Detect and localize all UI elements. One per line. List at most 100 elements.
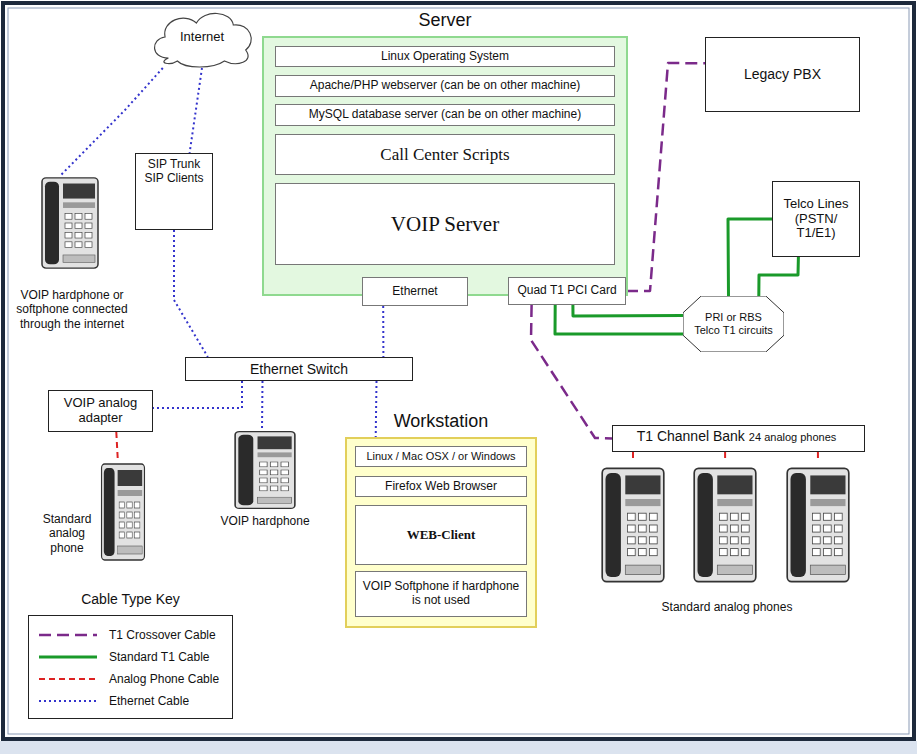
phone-key (835, 513, 843, 520)
phone-key (742, 549, 750, 556)
group-heading: Workstation (347, 411, 535, 432)
phone-key (813, 549, 821, 556)
cable-connector (728, 219, 772, 296)
cable-connector (375, 381, 378, 437)
browser-layer: Firefox Web Browser (355, 476, 527, 497)
phone-key (119, 512, 124, 518)
phone-handset (238, 435, 253, 505)
box-label: Firefox Web Browser (385, 480, 497, 494)
phone-strip (625, 499, 660, 506)
phone-base (118, 546, 143, 554)
phone-key (813, 513, 821, 520)
channel-bank-box: T1 Channel Bank24 analog phones (612, 425, 865, 452)
os-layer: Linux Operating System (275, 46, 615, 67)
cloud-shape (155, 13, 252, 67)
phone-key (281, 486, 288, 491)
voip-server-layer: VOIP Server (275, 183, 615, 265)
bank-label: T1 Channel Bank (637, 428, 745, 444)
phone-key (639, 513, 647, 520)
phone-body (694, 468, 756, 581)
phone-handset (104, 468, 115, 556)
phone-key (85, 223, 92, 229)
phone-key (85, 242, 92, 248)
phone-key (824, 525, 832, 532)
box-label: MySQL database server (can be on other m… (309, 108, 581, 122)
phone-body (102, 464, 145, 560)
phone-icon (692, 466, 758, 584)
phone-icon (100, 462, 146, 562)
phone-key (742, 513, 750, 520)
server-box: ServerLinux Operating SystemApache/PHP w… (262, 36, 628, 296)
phone-key (75, 232, 82, 238)
phone-base (717, 565, 752, 574)
phone-key (639, 537, 647, 544)
phone-body (787, 468, 849, 581)
phone-key (720, 513, 728, 520)
phone-key (127, 512, 132, 518)
phone-key (260, 478, 267, 483)
legend-row: T1 Crossover Cable (37, 624, 224, 646)
box-label: Ethernet (392, 285, 437, 299)
phone-key (260, 486, 267, 491)
phone-key (135, 512, 140, 518)
phone-key (75, 223, 82, 229)
shape-label: Internet (180, 30, 224, 45)
phone-key (270, 462, 277, 467)
phone-handset (45, 182, 59, 265)
legend-line (39, 634, 97, 637)
phone-key (813, 525, 821, 532)
legend-row: Standard T1 Cable (37, 646, 224, 668)
cable-connector (555, 305, 683, 334)
phone-handset (791, 473, 806, 577)
phone-key (650, 525, 658, 532)
cable-connector (382, 306, 384, 357)
phone-icon (785, 466, 851, 584)
phone-key (628, 513, 636, 520)
cable-connector (174, 230, 208, 357)
octagon-shape (683, 296, 784, 352)
softphone-layer: VOIP Softphone if hardphone is not used (355, 571, 527, 617)
cable-connector (573, 305, 683, 316)
outer-frame (3, 3, 914, 739)
legend-line (39, 678, 97, 680)
workstation-box: WorkstationLinux / Mac OSX / or WindowsF… (345, 437, 537, 628)
box-label: VOIP Server (391, 212, 499, 236)
phone-key (824, 537, 832, 544)
phone-key (824, 549, 832, 556)
group-heading: Server (264, 10, 626, 31)
t1-card: Quad T1 PCI Card (508, 277, 626, 305)
adapter-box: VOIP analog adapter (48, 390, 153, 432)
phone-key (639, 549, 647, 556)
phone-strip (810, 499, 845, 506)
sip-box: SIP Trunk SIP Clients (135, 153, 213, 230)
phone-key (65, 242, 72, 248)
phone-display (258, 436, 292, 449)
legend-line-sample (37, 695, 99, 707)
analog-phone: Standard analog phone (36, 460, 148, 565)
inner-frame (8, 8, 909, 734)
circuit-octagon: PRI or RBS Telco T1 circuits (683, 296, 784, 352)
phone-display (625, 475, 660, 494)
phone-key (119, 522, 124, 528)
box-label: Legacy PBX (744, 66, 821, 82)
phone-key (260, 462, 267, 467)
phone-key (650, 537, 658, 544)
phone-key (85, 214, 92, 220)
phone-caption: VOIP hardphone or softphone connected th… (12, 288, 132, 331)
box-label: Quad T1 PCI Card (517, 284, 616, 298)
phone-strip (118, 490, 143, 496)
phone-key (731, 525, 739, 532)
legend-line (39, 656, 97, 659)
phone-key (824, 513, 832, 520)
legend-line-sample (37, 651, 99, 663)
internet-cloud: Internet (146, 6, 258, 68)
phone-key (720, 537, 728, 544)
phone-display (118, 470, 143, 486)
cable-connector (190, 68, 202, 153)
phone-icon (40, 176, 100, 270)
cable-connector (153, 381, 242, 408)
telco-box: Telco Lines (PSTN/ T1/E1) (772, 181, 860, 257)
phone-key (281, 478, 288, 483)
phone-body (235, 432, 295, 509)
